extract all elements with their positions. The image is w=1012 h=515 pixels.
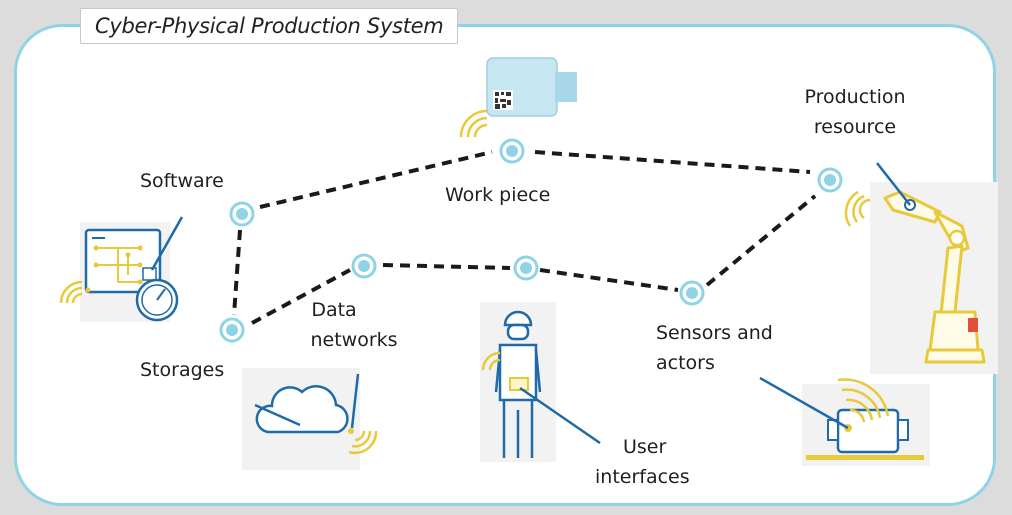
pointer-sensors	[759, 376, 849, 430]
pointer-data-networks	[254, 403, 301, 427]
pointer-lines	[150, 162, 911, 445]
label-user-interfaces-line2: interfaces	[595, 466, 690, 488]
network-nodes	[219, 138, 843, 343]
pointer-production-resource	[876, 162, 911, 206]
link-software-workpiece	[259, 150, 493, 209]
worker-icon	[480, 302, 556, 462]
network-connections	[232, 150, 817, 325]
label-work-piece: Work piece	[445, 184, 551, 206]
label-production-resource-line1: Production	[804, 86, 906, 108]
label-data-networks-line1: Data	[311, 299, 357, 321]
node-software[interactable]	[229, 201, 255, 227]
label-production-resource-line2: resource	[813, 116, 897, 138]
label-sensors-actors-line1: Sensors and	[656, 322, 773, 344]
cloud-icon	[242, 368, 378, 470]
link-storages-datanetworks	[251, 268, 351, 325]
label-user-interfaces-line1: User	[623, 436, 667, 458]
pointer-software	[150, 216, 184, 271]
link-datanetworks-userinterfaces	[382, 263, 511, 270]
diagram-title-tab: Cyber-Physical Production System	[80, 8, 459, 44]
robot-arm-icon	[844, 182, 998, 374]
label-user-interfaces: User interfaces	[595, 432, 690, 492]
pointer-user-interfaces	[519, 386, 601, 445]
node-storages[interactable]	[219, 317, 245, 343]
label-software: Software	[140, 170, 224, 192]
sensor-actuator-icon	[802, 378, 930, 466]
node-data-networks[interactable]	[351, 253, 377, 279]
node-work-piece[interactable]	[499, 138, 525, 164]
label-sensors-actors: Sensors and actors	[656, 318, 773, 378]
diagram-title: Cyber-Physical Production System	[95, 14, 444, 38]
label-production-resource: Production resource	[790, 82, 920, 142]
node-user-interfaces[interactable]	[513, 255, 539, 281]
label-data-networks: Data networks	[295, 295, 413, 355]
work-piece-icon	[459, 57, 577, 138]
link-software-storages	[232, 229, 242, 316]
node-sensors-actors[interactable]	[679, 280, 705, 306]
node-production-resource[interactable]	[817, 167, 843, 193]
software-icon	[59, 222, 179, 322]
link-workpiece-resource	[534, 150, 811, 174]
label-sensors-actors-line2: actors	[656, 352, 715, 374]
label-data-networks-line2: networks	[310, 329, 398, 351]
link-userinterfaces-sensors	[539, 268, 679, 292]
link-sensors-resource	[705, 194, 817, 287]
label-storages: Storages	[140, 359, 225, 381]
